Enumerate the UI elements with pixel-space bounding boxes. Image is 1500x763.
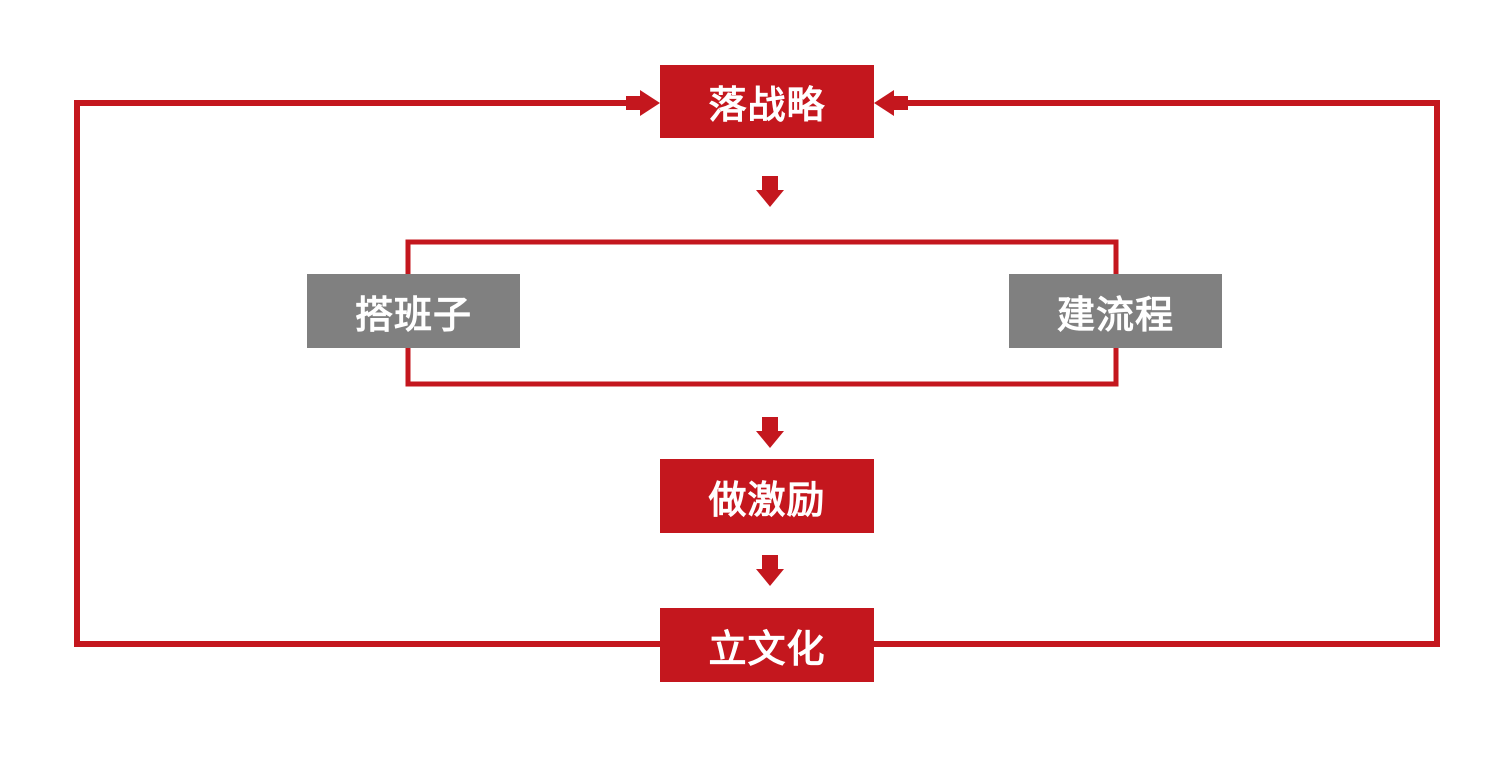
arrow-down-icon [756, 555, 784, 586]
arrow-down-icon [756, 176, 784, 207]
outer-loop-left [74, 100, 661, 647]
process-label: 建流程 [1056, 292, 1174, 337]
culture-node: 立文化 [660, 608, 874, 682]
arrow-left-icon [874, 90, 908, 116]
incentive-node: 做激励 [660, 459, 874, 533]
process-node: 建流程 [1009, 274, 1222, 348]
culture-label: 立文化 [708, 626, 826, 671]
incentive-label: 做激励 [708, 477, 826, 522]
outer-loop-right [873, 100, 1440, 647]
arrow-right-icon [626, 90, 660, 116]
strategy-label: 落战略 [708, 83, 826, 127]
team-node: 搭班子 [307, 274, 520, 348]
team-label: 搭班子 [354, 292, 472, 337]
arrow-down-icon [756, 417, 784, 448]
strategy-node: 落战略 [660, 65, 874, 138]
